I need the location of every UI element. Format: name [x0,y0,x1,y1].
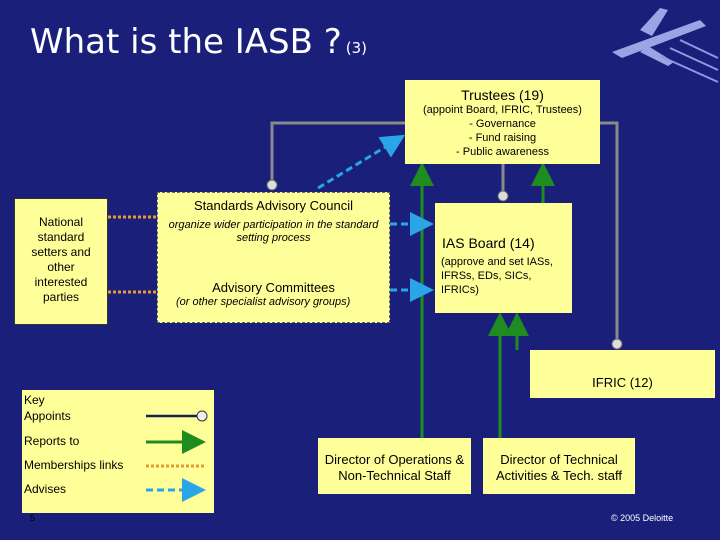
sac-heading: Standards Advisory Council [194,198,353,213]
page-number: 5 [30,513,36,523]
ifric-box: IFRIC (12) [530,350,715,398]
appoints-node-ifric [611,338,623,350]
key-reports-label: Reports to [24,434,80,448]
key-memberships-label: Memberships links [24,458,124,472]
key-title: Key [24,393,45,407]
iasb-box: IAS Board (14) (approve and set IASs, IF… [435,203,572,313]
trustees-item-fund-raising: - Fund raising [468,132,537,144]
page-title: What is the IASB ?(3) [30,22,367,62]
trustees-box: Trustees (19) (appoint Board, IFRIC, Tru… [405,80,600,164]
trustees-item-public-awareness: - Public awareness [456,146,549,158]
speed-lines-decor [659,39,719,83]
director-technical-label: Director of Technical Activities & Tech.… [496,452,622,483]
national-line: setters and [31,245,91,259]
sac-desc: organize wider participation in the stan… [168,219,379,244]
iasb-heading: IAS Board (14) [442,235,535,251]
advisory-committees-desc: (or other specialist advisory groups) [176,296,351,308]
airplane-logo-icon [612,8,706,66]
trustees-sub: (appoint Board, IFRIC, Trustees) [423,104,582,116]
key-appoints-label: Appoints [24,409,71,423]
director-operations-label: Director of Operations & Non-Technical S… [324,452,465,483]
advisory-committees-heading: Advisory Committees [212,280,335,295]
national-line: other [47,260,75,274]
key-legend: Key Appoints Reports to Memberships link… [22,390,214,523]
advises-line-sac-trustees [317,134,406,190]
national-setters-box: National standard setters and other inte… [14,198,108,325]
key-swatches [146,410,208,502]
director-operations-box: Director of Operations & Non-Technical S… [318,438,471,494]
national-line: parties [42,290,80,304]
national-line: National [38,215,84,229]
page-title-main: What is the IASB ? [30,22,342,62]
page-title-sub: (3) [345,39,368,57]
ifric-heading: IFRIC (12) [592,375,653,390]
sac-box: Standards Advisory Council organize wide… [157,192,390,323]
appoints-node-iasb [497,190,509,202]
key-appoints-node [196,410,208,422]
trustees-heading: Trustees (19) [461,87,544,103]
iasb-desc: (approve and set IASs, IFRSs, EDs, SICs,… [441,256,553,296]
national-line: standard [37,230,85,244]
copyright: © 2005 Deloitte [611,513,674,523]
key-advises-label: Advises [24,482,67,496]
director-technical-box: Director of Technical Activities & Tech.… [483,438,635,494]
trustees-item-governance: - Governance [469,118,536,130]
appoints-line-ifric [600,121,619,344]
appoints-node-sac [266,179,278,191]
appoints-line-sac [270,121,405,185]
national-line: interested [34,275,88,289]
